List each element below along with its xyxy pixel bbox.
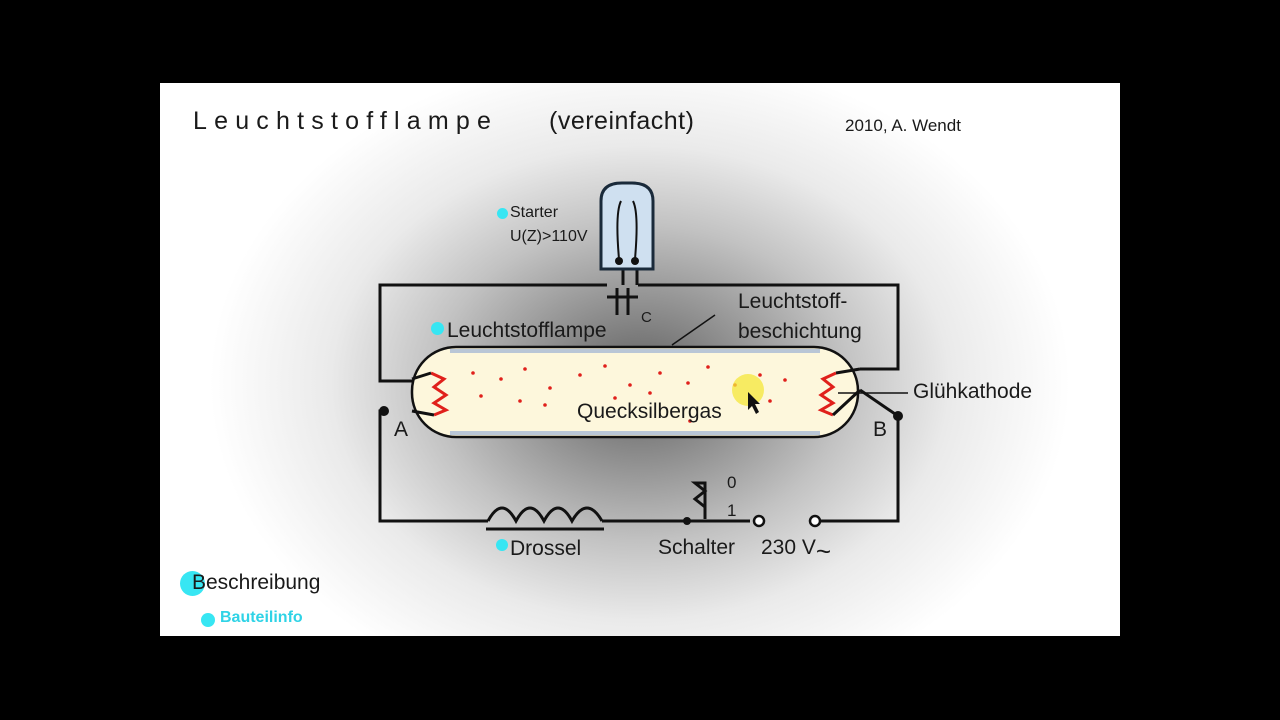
wire-bottom-right (815, 416, 900, 523)
supply-terminal-left (752, 514, 766, 528)
label-switch: Schalter (658, 536, 736, 559)
capacitor (607, 288, 638, 315)
choke-info-dot[interactable] (496, 539, 508, 551)
label-starter-voltage: U(Z)>110V (510, 228, 588, 245)
wire-top-left (378, 283, 607, 383)
cursor-arrow-icon (748, 392, 760, 414)
component-info-dot[interactable] (201, 613, 215, 627)
label-gas: Quecksilbergas (577, 400, 722, 423)
switch-symbol (687, 481, 750, 523)
starter-info-dot[interactable] (497, 208, 508, 219)
supply-terminal-right (808, 514, 822, 528)
label-cathode: Glühkathode (913, 380, 1033, 403)
label-coating-line2: beschichtung (738, 320, 862, 343)
label-terminal-a: A (394, 418, 409, 441)
choke-coil (486, 506, 604, 531)
label-terminal-b: B (873, 418, 888, 441)
component-info-link[interactable]: Bauteilinfo (220, 609, 303, 626)
author-credit: 2010, A. Wendt (845, 116, 961, 135)
wire-top-right (638, 283, 900, 371)
terminal-a-dot (379, 406, 389, 416)
starter-bulb (599, 181, 655, 271)
page-title: Leuchtstofflampe (193, 107, 499, 135)
label-choke: Drossel (510, 537, 582, 560)
cursor-highlight (732, 374, 764, 406)
label-coating-line1: Leuchtstoff- (738, 290, 848, 313)
description-dot[interactable] (180, 571, 205, 596)
label-starter: Starter (510, 204, 559, 221)
wire-to-cathode-b (859, 388, 899, 418)
page-title-suffix: (vereinfacht) (549, 107, 695, 135)
label-lamp: Leuchtstofflampe (447, 319, 607, 342)
lamp-info-dot[interactable] (431, 322, 444, 335)
label-switch-on: 1 (727, 501, 737, 520)
cathodes (430, 371, 837, 417)
diagram-canvas: Leuchtstofflampe (vereinfacht) 2010, A. … (160, 83, 1120, 636)
description-link[interactable]: Beschreibung (192, 571, 321, 594)
terminal-b-dot (893, 411, 903, 421)
circuit-diagram (378, 181, 908, 531)
label-voltage: 230 V~ (761, 536, 832, 566)
label-capacitor: C (641, 309, 652, 326)
ac-symbol-icon: ~ (815, 536, 832, 566)
label-switch-off: 0 (727, 473, 737, 492)
